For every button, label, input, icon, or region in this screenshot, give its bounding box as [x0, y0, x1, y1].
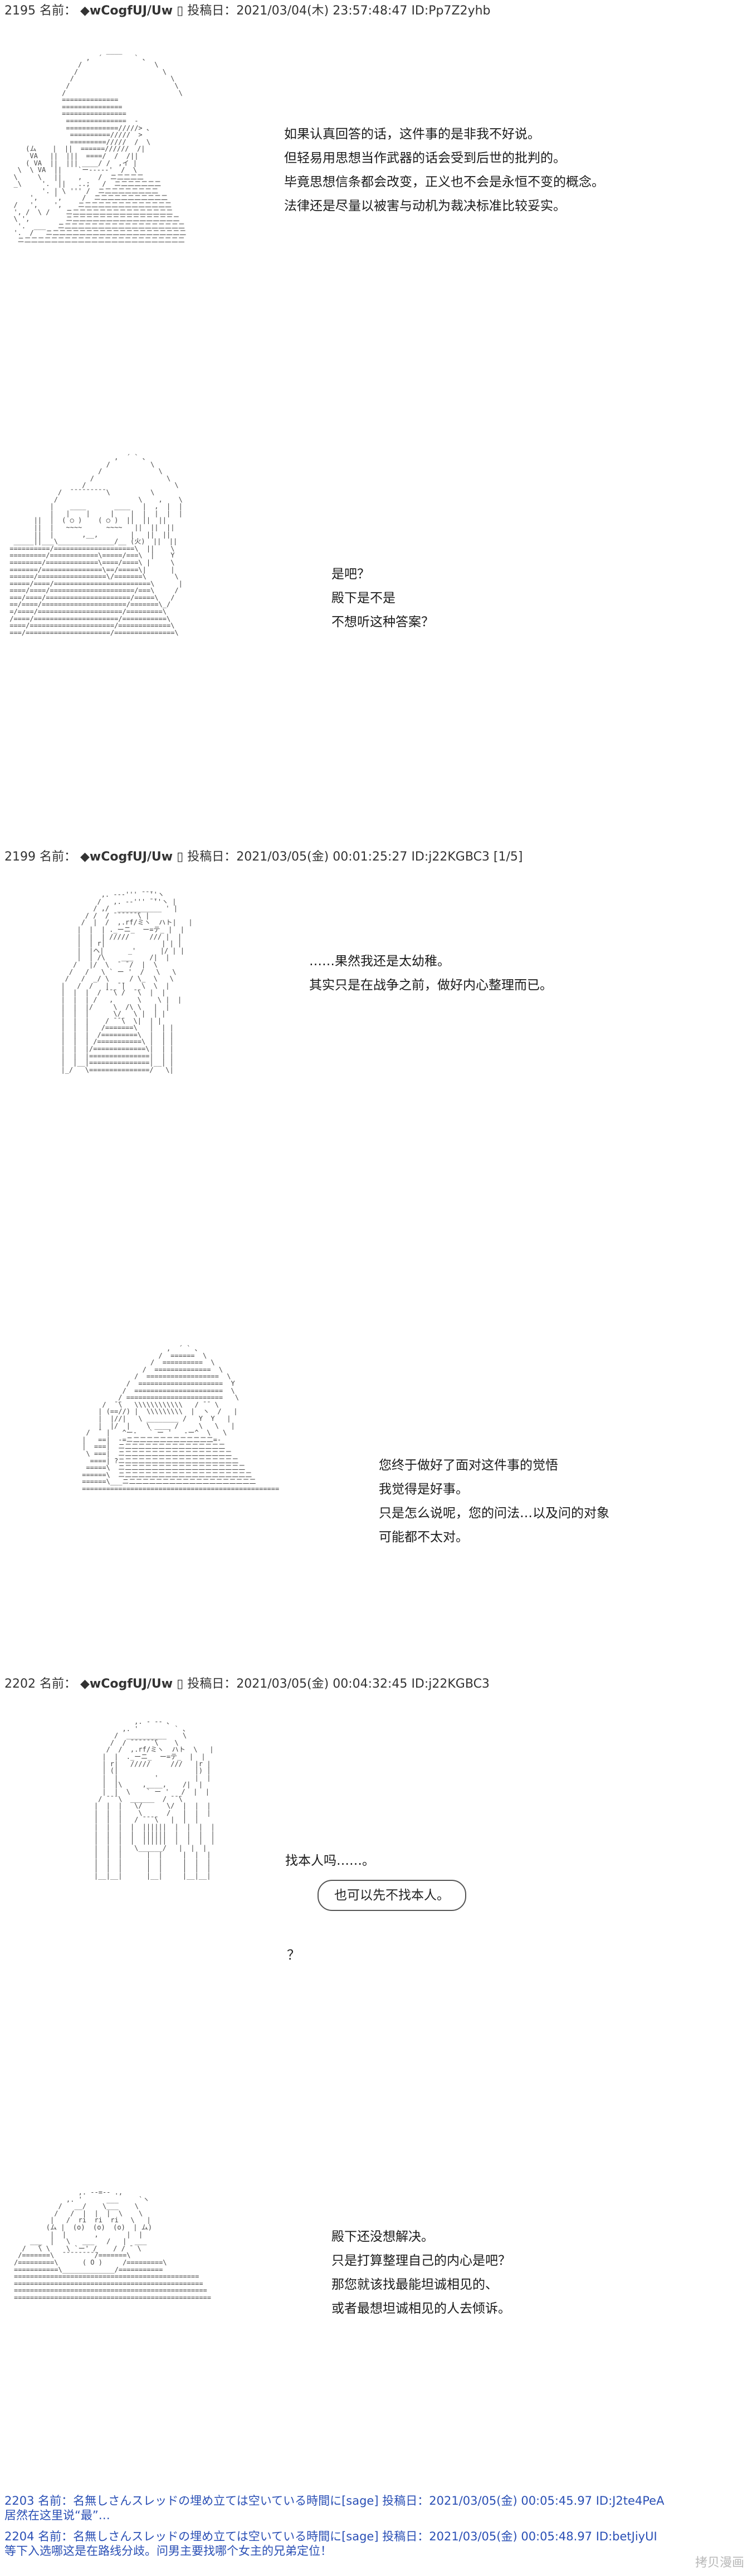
post-header: 2195 名前： ◆wCogfUJ/Uw ▯ 投稿日：2021/03/04(木)…: [4, 3, 491, 19]
dialog-line: 那您就该找最能坦诚相见的、: [331, 2277, 498, 2292]
dialog-line: 毕竟思想信条都会改变，正义也不会是永恒不变的概念。: [284, 175, 604, 189]
reply-id[interactable]: ID:J2te4PeA: [595, 2494, 665, 2507]
date-label: 投稿日：: [187, 1677, 237, 1691]
dialog-line: 其实只是在战争之前，做好内心整理而已。: [309, 978, 553, 993]
name-label: 名前：: [38, 2530, 74, 2543]
date-label: 投稿日：: [382, 2494, 429, 2507]
dialog-line: 殿下是不是: [331, 591, 395, 605]
name-label: 名前：: [40, 4, 77, 18]
ascii-art-panel: ,. -‐=‐- ., ,. ' ___ `ヽ / __/ \___ \ / /…: [14, 2189, 212, 2301]
dialog-line: 只是怎么说呢，您的问法…以及问的对象: [379, 1506, 609, 1521]
ascii-art-panel: , ´ ` 、 / ====== \ / ========== \ / ====…: [82, 1345, 280, 1493]
post-number: 2202: [4, 1677, 36, 1691]
author-tripcode: ◆wCogfUJ/Uw: [80, 4, 173, 18]
post-number: 2195: [4, 4, 36, 18]
dialog-line: 殿下还没想解决。: [331, 2230, 434, 2244]
bubble-text: 也可以先不找本人。: [334, 1888, 450, 1903]
dialog-line: 我觉得是好事。: [379, 1482, 468, 1497]
reply-datetime: 2021/03/05(金) 00:05:45.97: [429, 2494, 593, 2507]
reply-header: 2203 名前：名無しさんスレッドの埋め立ては空いている時間に[sage] 投稿…: [4, 2494, 729, 2508]
post-number: 2199: [4, 850, 36, 864]
dialog-line: 是吧？: [331, 567, 370, 581]
ascii-art-panel: , ´ ` 、 / \ / \ / \ / \ / ̄ ̄ ̄ ̄ ̄ ̄: [9, 454, 183, 637]
reply-body: 居然在这里说“最”…: [4, 2509, 110, 2522]
dialog-block: 殿下还没想解决。只是打算整理自己的内心是吧？ 那您就该找最能坦诚相见的、或者最想坦…: [331, 2225, 511, 2321]
dialog-line: 如果认真回答的话，这件事的是非我不好说。: [284, 127, 540, 141]
post-header: 2199 名前： ◆wCogfUJ/Uw ▯ 投稿日：2021/03/05(金)…: [4, 849, 523, 865]
date-label: 投稿日：: [187, 850, 237, 864]
reply-header: 2204 名前：名無しさんスレッドの埋め立ては空いている時間に[sage] 投稿…: [4, 2529, 729, 2544]
reply-author: 名無しさんスレッドの埋め立ては空いている時間に: [73, 2494, 342, 2507]
date-label: 投稿日：: [382, 2530, 429, 2543]
dialog-line: 您终于做好了面对这件事的觉悟: [379, 1458, 558, 1473]
dialog-block: ……果然我还是太幼稚。其实只是在战争之前，做好内心整理而已。: [309, 950, 553, 998]
author-tripcode: ◆wCogfUJ/Uw: [80, 850, 173, 864]
reply-datetime: 2021/03/05(金) 00:05:48.97: [429, 2530, 593, 2543]
reply-post: 2203 名前：名無しさんスレッドの埋め立ては空いている時間に[sage] 投稿…: [4, 2494, 729, 2523]
ascii-art-panel: ____ , ´ ` 、 / \ / \ / \ /: [13, 47, 187, 245]
dialog-block: 找本人吗……。: [285, 1849, 375, 1873]
dialog-line: 法律还是尽量以被害与动机为裁决标准比较妥实。: [284, 199, 566, 213]
date-label: 投稿日：: [187, 4, 237, 18]
dialog-block: 是吧？ 殿下是不是不想听这种答案？: [331, 563, 434, 634]
sage-tag: [sage]: [341, 2494, 379, 2507]
dialog-line: 但轻易用思想当作武器的话会受到后世的批判的。: [284, 151, 566, 165]
reply-number[interactable]: 2203: [4, 2494, 35, 2507]
ascii-art-panel: ,. -‐‐''' ̄ ̄ ̄''ヽ / ,. -‐''' ̄ ̄''ヽ | /…: [61, 891, 193, 1074]
dialog-line: 或者最想坦诚相见的人去倾诉。: [331, 2301, 511, 2316]
name-label: 名前：: [40, 850, 77, 864]
post-id: ID:j22KGBC3 [1/5]: [411, 850, 523, 864]
reply-number[interactable]: 2204: [4, 2530, 35, 2543]
reply-list: 2203 名前：名無しさんスレッドの埋め立ては空いている時間に[sage] 投稿…: [4, 2494, 729, 2565]
post-datetime: 2021/03/04(木) 23:57:48:47: [236, 4, 408, 18]
dialog-line: 可能都不太对。: [379, 1530, 468, 1544]
dialog-block: 您终于做好了面对这件事的觉悟我觉得是好事。只是怎么说呢，您的问法…以及问的对象可…: [379, 1454, 609, 1549]
post-datetime: 2021/03/05(金) 00:04:32:45: [236, 1677, 408, 1691]
question-mark: ？: [287, 1947, 300, 1963]
marker-icon: ▯: [177, 4, 184, 18]
ascii-art-panel: ,. - ‐- 、 ,. ' ` 、 / __________ \ / / ̄ …: [94, 1718, 215, 1880]
post-header: 2202 名前： ◆wCogfUJ/Uw ▯ 投稿日：2021/03/05(金)…: [4, 1676, 490, 1692]
author-tripcode: ◆wCogfUJ/Uw: [80, 1677, 173, 1691]
dialog-line: ……果然我还是太幼稚。: [309, 954, 450, 969]
dialog-line: 找本人吗……。: [285, 1854, 375, 1868]
watermark-text: 拷贝漫画: [695, 2556, 744, 2570]
name-label: 名前：: [40, 1677, 77, 1691]
sage-tag: [sage]: [341, 2530, 379, 2543]
reply-post: 2204 名前：名無しさんスレッドの埋め立ては空いている時間に[sage] 投稿…: [4, 2529, 729, 2558]
dialog-line: 不想听这种答案？: [331, 615, 434, 629]
marker-icon: ▯: [177, 850, 184, 864]
speech-bubble: 也可以先不找本人。: [318, 1880, 466, 1911]
reply-author: 名無しさんスレッドの埋め立ては空いている時間に: [73, 2530, 342, 2543]
post-datetime: 2021/03/05(金) 00:01:25:27: [236, 850, 408, 864]
name-label: 名前：: [38, 2494, 74, 2507]
dialog-line: 只是打算整理自己的内心是吧？: [331, 2254, 511, 2268]
marker-icon: ▯: [177, 1677, 184, 1691]
reply-body: 等下入选哪这是在路线分歧。问男主要找哪个女主的兄弟定位！: [4, 2544, 332, 2558]
dialog-block: 如果认真回答的话，这件事的是非我不好说。但轻易用思想当作武器的话会受到后世的批判…: [284, 123, 604, 218]
post-id: ID:j22KGBC3: [411, 1677, 490, 1691]
reply-id[interactable]: ID:betJiyUI: [595, 2530, 657, 2543]
post-id: ID:Pp7Z2yhb: [411, 4, 491, 18]
